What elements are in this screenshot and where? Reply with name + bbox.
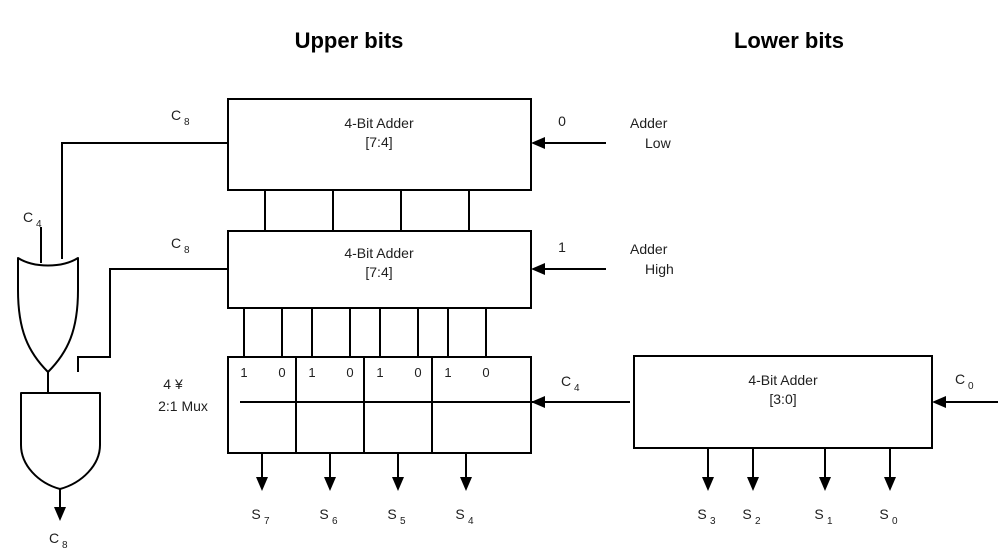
label-c0: C	[955, 371, 965, 387]
heading-upper-bits: Upper bits	[295, 28, 404, 53]
label-c8-middle-sub: 8	[184, 245, 190, 256]
output-s4-sub: 4	[468, 516, 474, 527]
output-s2: S	[742, 506, 751, 522]
label-c4-select: C	[561, 373, 571, 389]
adder-top-name: 4-Bit Adder	[344, 115, 414, 131]
output-s4: S	[455, 506, 464, 522]
role-adder-low-line1: Adder	[630, 115, 668, 131]
mux-cell-2-one: 1	[376, 365, 383, 380]
output-s7: S	[251, 506, 260, 522]
label-c4-select-sub: 4	[574, 383, 580, 394]
arrowhead-carry-in-top	[531, 137, 545, 149]
label-c8-output: C	[49, 530, 59, 546]
role-adder-high-line2: High	[645, 261, 674, 277]
mux-box[interactable]	[227, 356, 532, 454]
arrowhead-c0-in	[932, 396, 946, 408]
output-s6-sub: 6	[332, 516, 338, 527]
adder-top-box[interactable]	[227, 98, 532, 191]
adder-low-range: [3:0]	[769, 391, 796, 407]
mux-cell-2-zero: 0	[414, 365, 421, 380]
arrowhead-s2	[747, 477, 759, 491]
adder-top-range: [7:4]	[365, 134, 392, 150]
label-c8-top-sub: 8	[184, 117, 190, 128]
and-gate[interactable]	[20, 392, 101, 490]
output-s5: S	[387, 506, 396, 522]
output-s3: S	[697, 506, 706, 522]
label-c4-or-input-sub: 4	[36, 219, 42, 230]
or-gate[interactable]	[17, 257, 79, 373]
mux-label-line1: 4 ¥	[163, 376, 183, 392]
arrowhead-s7	[256, 477, 268, 491]
role-adder-low-line2: Low	[645, 135, 672, 151]
output-s1: S	[814, 506, 823, 522]
arrowhead-s0	[884, 477, 896, 491]
output-s6: S	[319, 506, 328, 522]
mux-label-line2: 2:1 Mux	[158, 398, 208, 414]
label-c4-or-input: C	[23, 209, 33, 225]
adder-low-box[interactable]	[633, 355, 933, 449]
output-s3-sub: 3	[710, 516, 716, 527]
arrowhead-s6	[324, 477, 336, 491]
heading-lower-bits: Lower bits	[734, 28, 844, 53]
mux-cell-3-one: 1	[444, 365, 451, 380]
mux-cell-3-zero: 0	[482, 365, 489, 380]
value-carry-in-top: 0	[558, 113, 566, 129]
label-c8-output-sub: 8	[62, 540, 68, 548]
output-s5-sub: 5	[400, 516, 406, 527]
output-s1-sub: 1	[827, 516, 833, 527]
label-c0-sub: 0	[968, 381, 974, 392]
arrowhead-s4	[460, 477, 472, 491]
arrowhead-s5	[392, 477, 404, 491]
role-adder-high-line1: Adder	[630, 241, 668, 257]
output-s0-sub: 0	[892, 516, 898, 527]
label-c8-middle: C	[171, 235, 181, 251]
mux-cell-0-one: 1	[240, 365, 247, 380]
arrowhead-s3	[702, 477, 714, 491]
output-s0: S	[879, 506, 888, 522]
output-s7-sub: 7	[264, 516, 270, 527]
wire-c8-middle-to-and-gate	[77, 268, 229, 372]
mux-cell-1-one: 1	[308, 365, 315, 380]
mux-cell-1-zero: 0	[346, 365, 353, 380]
output-s2-sub: 2	[755, 516, 761, 527]
arrowhead-s1	[819, 477, 831, 491]
mux-cell-0-zero: 0	[278, 365, 285, 380]
label-c8-top: C	[171, 107, 181, 123]
adder-middle-range: [7:4]	[365, 264, 392, 280]
value-carry-in-middle: 1	[558, 239, 566, 255]
arrowhead-mux-select	[531, 396, 545, 408]
adder-low-name: 4-Bit Adder	[748, 372, 818, 388]
arrowhead-c8-out	[54, 507, 66, 521]
wire-c8-top-to-or-gate	[61, 142, 229, 259]
adder-middle-name: 4-Bit Adder	[344, 245, 414, 261]
arrowhead-carry-in-middle	[531, 263, 545, 275]
